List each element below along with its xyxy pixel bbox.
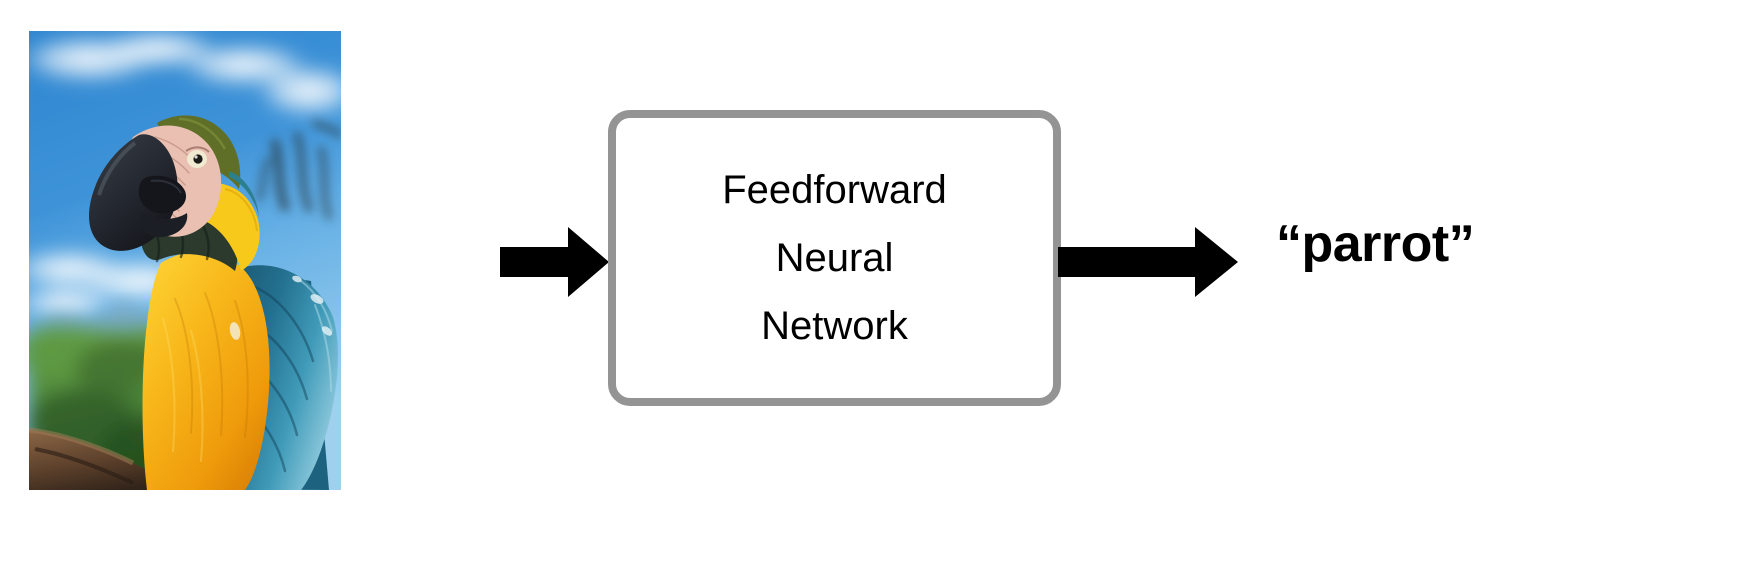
output-label: “parrot” (1276, 215, 1475, 273)
model-label-line-2: Neural (775, 236, 894, 280)
parrot-photo (29, 31, 341, 490)
right-arrow-icon (437, 219, 609, 305)
right-arrow-icon (1058, 219, 1238, 305)
model-label-line-3: Network (761, 304, 908, 348)
model-box: Feedforward Neural Network (608, 110, 1061, 406)
model-label-line-1: Feedforward (722, 168, 947, 212)
